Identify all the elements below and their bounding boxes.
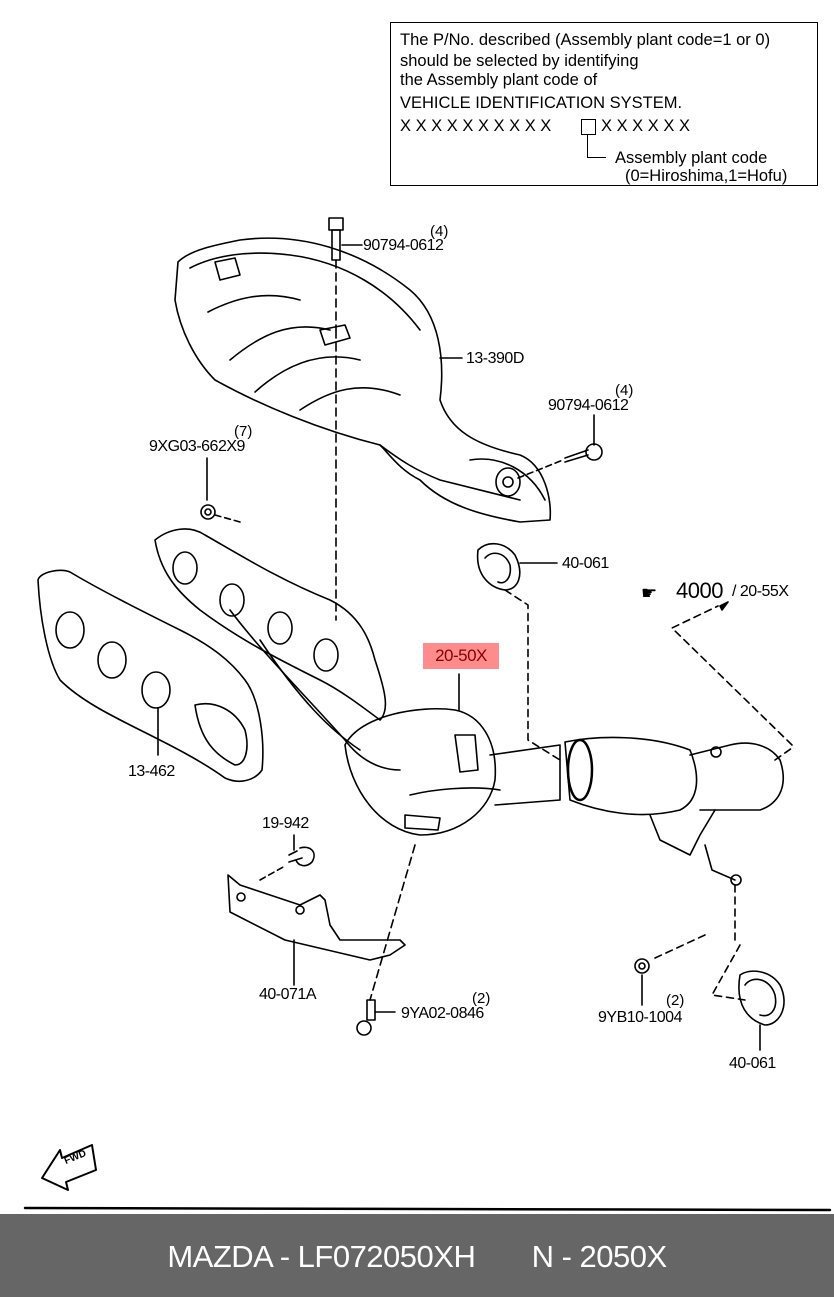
footer-ref: N - 2050X bbox=[531, 1239, 668, 1274]
part-label-bracket[interactable]: 40-071A bbox=[259, 986, 317, 1003]
qty-bolt-bottom: (2) bbox=[472, 990, 491, 1007]
part-label-bolt-bracket[interactable]: 19-942 bbox=[262, 815, 309, 832]
note-line-3: the Assembly plant code of bbox=[400, 71, 598, 89]
nut-bottom-drawing bbox=[634, 884, 736, 1006]
footer-brand-part: MAZDA - LF072050XH bbox=[167, 1239, 476, 1274]
heat-shield-drawing bbox=[174, 237, 552, 523]
reference-arrow-drawing bbox=[671, 601, 793, 761]
nut-left-drawing bbox=[200, 457, 241, 523]
pointing-hand-icon: ☛ bbox=[641, 583, 658, 603]
plant-code-leader bbox=[587, 135, 606, 158]
note-line-4: VEHICLE IDENTIFICATION SYSTEM. bbox=[400, 94, 683, 112]
plant-code-values: (0=Hiroshima,1=Hofu) bbox=[625, 167, 788, 185]
part-label-gasket[interactable]: 13-462 bbox=[128, 763, 175, 780]
footer-bar: MAZDA - LF072050XH N - 2050X bbox=[0, 1214, 834, 1297]
qty-bolt-top: (4) bbox=[430, 223, 449, 240]
bracket-drawing bbox=[227, 834, 416, 1001]
front-pipe-drawing bbox=[489, 736, 785, 886]
part-label-heat-shield[interactable]: 13-390D bbox=[466, 350, 524, 367]
footer-separator bbox=[23, 1206, 832, 1212]
hanger-upper-drawing bbox=[476, 542, 561, 761]
part-label-hanger-lower[interactable]: 40-061 bbox=[729, 1055, 776, 1072]
fwd-arrow-icon bbox=[41, 1144, 97, 1191]
qty-bolt-right: (4) bbox=[615, 382, 634, 399]
part-label-nut-left[interactable]: 9XG03-662X9 bbox=[149, 438, 245, 455]
note-line-1: The P/No. described (Assembly plant code… bbox=[400, 31, 771, 49]
plant-code-box bbox=[581, 119, 596, 135]
bolt-bottom-drawing bbox=[356, 999, 396, 1036]
bolt-right-drawing bbox=[517, 414, 603, 479]
bolt-top-drawing bbox=[328, 217, 363, 621]
reference-main[interactable]: 4000 bbox=[676, 578, 723, 603]
hanger-lower-drawing bbox=[711, 944, 785, 1051]
part-label-hanger-upper[interactable]: 40-061 bbox=[562, 555, 609, 572]
part-label-nut-bottom[interactable]: 9YB10-1004 bbox=[598, 1009, 682, 1026]
vin-prefix: X X X X X X X X X X bbox=[400, 117, 552, 135]
qty-nut-left: (7) bbox=[234, 423, 253, 440]
footer-text: MAZDA - LF072050XH N - 2050X bbox=[0, 1214, 834, 1297]
part-label-bolt-top[interactable]: 90794-0612 bbox=[363, 237, 444, 254]
reference-sub[interactable]: / 20-55X bbox=[732, 583, 789, 600]
part-label-bolt-right[interactable]: 90794-0612 bbox=[548, 397, 629, 414]
vin-suffix: X X X X X X bbox=[601, 117, 690, 135]
gasket-drawing bbox=[37, 569, 264, 782]
note-line-2: should be selected by identifying bbox=[400, 52, 639, 70]
part-label-bolt-bottom[interactable]: 9YA02-0846 bbox=[401, 1005, 484, 1022]
assembly-plant-note-box: The P/No. described (Assembly plant code… bbox=[390, 22, 818, 186]
part-label-catalyst-highlighted[interactable]: 20-50X bbox=[423, 643, 499, 669]
manifold-drawing bbox=[154, 528, 501, 836]
qty-nut-bottom: (2) bbox=[666, 992, 685, 1009]
plant-code-label: Assembly plant code bbox=[615, 149, 768, 167]
